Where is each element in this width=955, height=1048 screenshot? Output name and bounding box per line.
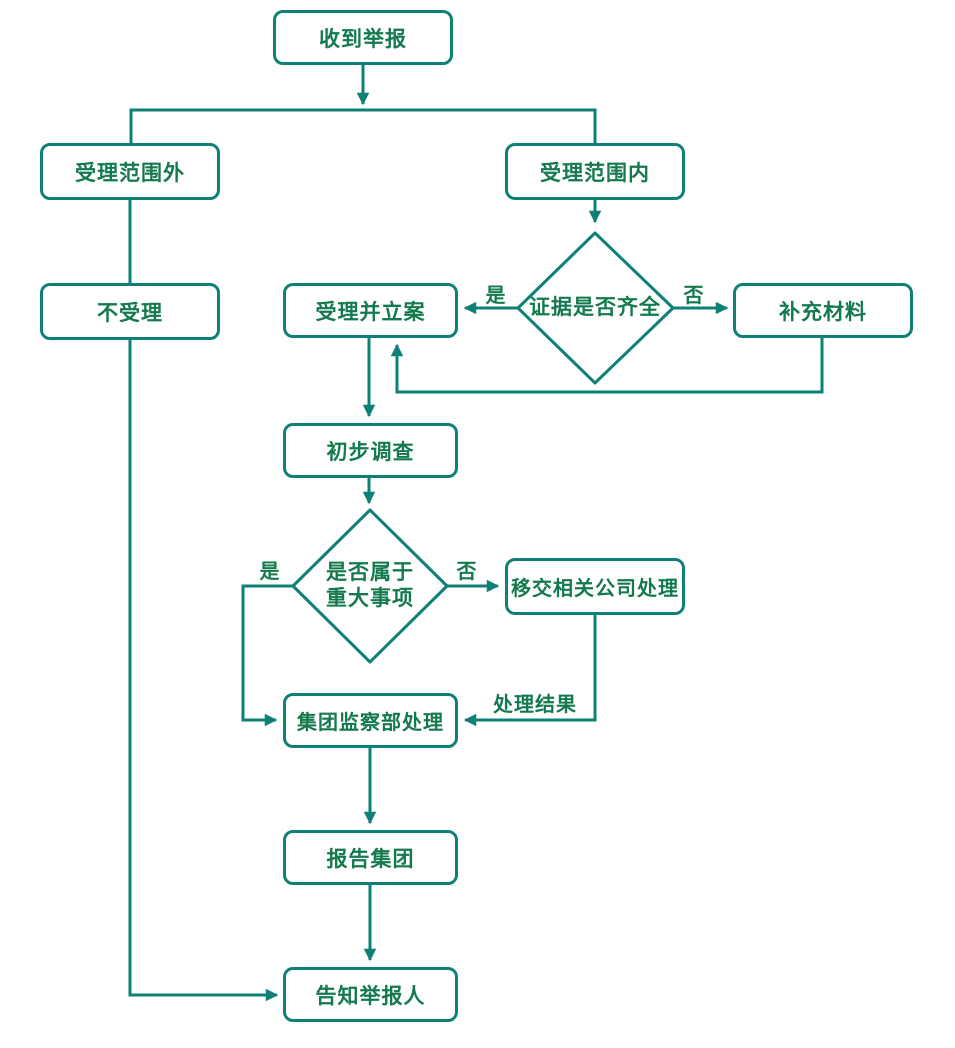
node-outside-scope: 受理范围外 xyxy=(40,143,220,200)
decision-major-matter-shape xyxy=(291,508,449,664)
node-inside-scope: 受理范围内 xyxy=(505,143,685,200)
node-not-accept: 不受理 xyxy=(40,283,220,340)
node-report-to-group: 报告集团 xyxy=(283,830,458,885)
decision-evidence-complete-shape xyxy=(516,231,675,385)
node-transfer-company: 移交相关公司处理 xyxy=(505,558,685,615)
node-group-supervision-dept: 集团监察部处理 xyxy=(283,693,458,748)
node-accept-and-file: 受理并立案 xyxy=(283,283,458,338)
node-supplement-materials: 补充材料 xyxy=(733,283,913,338)
node-preliminary-investigation: 初步调查 xyxy=(283,423,458,478)
node-receive-report: 收到举报 xyxy=(273,10,453,65)
node-inform-reporter: 告知举报人 xyxy=(283,967,458,1022)
